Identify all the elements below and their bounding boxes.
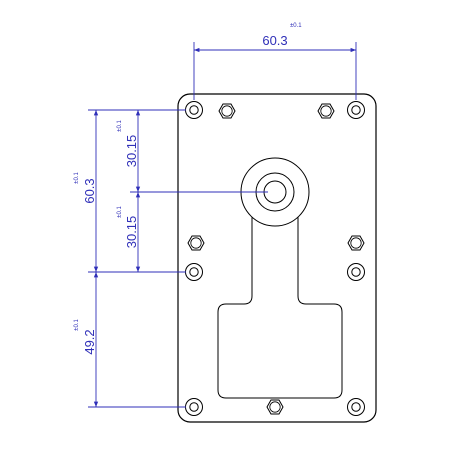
gearbox-plate bbox=[177, 93, 377, 423]
dimension-left-upper-half: 30.15 bbox=[124, 135, 139, 168]
housing-outline bbox=[217, 206, 343, 399]
dimension-lines bbox=[88, 42, 357, 408]
tolerance-left-upper-half: ±0.1 bbox=[117, 120, 123, 132]
dimension-left-total: 60.3 bbox=[82, 178, 97, 203]
dimension-top-width: 60.3 bbox=[262, 33, 287, 48]
tolerance-left-bottom: ±0.1 bbox=[74, 319, 80, 331]
dimension-left-bottom: 49.2 bbox=[82, 329, 97, 354]
dimension-left-lower-half: 30.15 bbox=[124, 216, 139, 249]
dimension-labels: ±0.1 60.3 30.15 ±0.1 30.15 ±0.1 60.3 ±0.… bbox=[74, 23, 302, 355]
plate-outline bbox=[177, 93, 377, 423]
tolerance-top-width: ±0.1 bbox=[290, 23, 302, 29]
tolerance-left-lower-half: ±0.1 bbox=[117, 206, 123, 218]
tolerance-left-total: ±0.1 bbox=[74, 172, 80, 184]
